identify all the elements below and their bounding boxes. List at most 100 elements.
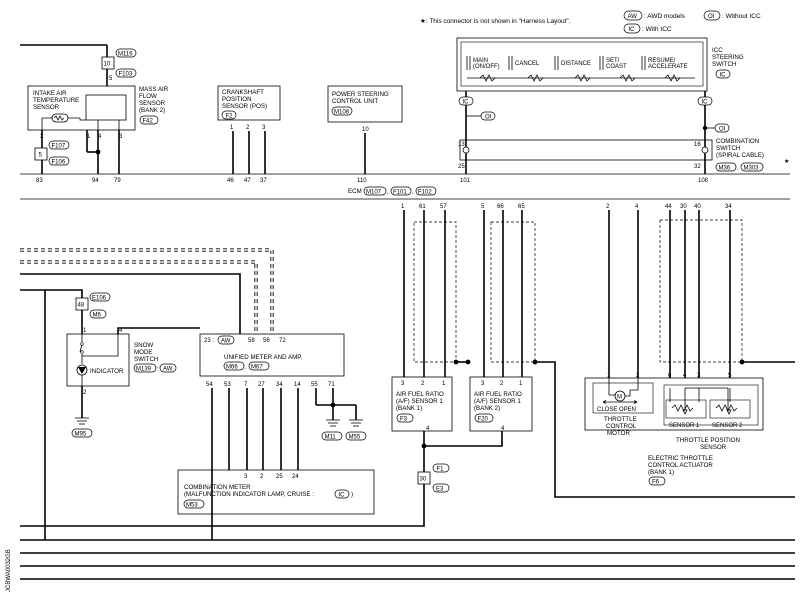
snow-ground: M95 bbox=[75, 432, 87, 438]
comb-star: ★ bbox=[784, 158, 789, 165]
comb-title-1: COMBINATION bbox=[716, 138, 759, 145]
icc-btn-main-1: MAIN bbox=[473, 58, 488, 64]
joint-30-conn-b: E3 bbox=[436, 487, 444, 493]
icc-btn-set-1: SET/ bbox=[606, 58, 620, 64]
icc-btn-distance: DISTANCE bbox=[561, 61, 591, 67]
tps-title-1: THROTTLE POSITION bbox=[676, 437, 740, 444]
meter-pin-7: 7 bbox=[244, 382, 248, 388]
ckp-pin-2: 2 bbox=[246, 125, 250, 131]
af1-pin-4: 4 bbox=[426, 426, 430, 432]
snow-mode-switch: 48 E106 M6 1 4 INDICATOR SNOW MODE SWITC… bbox=[20, 289, 200, 540]
meter-pin-58: 58 bbox=[248, 338, 255, 344]
without-icc-code: OI bbox=[708, 14, 715, 20]
snow-code: AW bbox=[163, 367, 173, 373]
comb-conn-a: M36 bbox=[719, 166, 731, 172]
ecm-upper-connector: 83 94 79 46 47 37 110 101 108 bbox=[20, 173, 790, 184]
af2-title-2: (A/F) SENSOR 1 bbox=[474, 398, 521, 405]
snow-indicator-label: INDICATOR bbox=[90, 368, 124, 375]
maf-pin-5: 5 bbox=[109, 76, 113, 82]
snow-conn: M139 bbox=[136, 367, 152, 373]
ps-conn: M108 bbox=[334, 110, 350, 116]
power-steering-unit: POWER STEERING CONTROL UNIT M108 10 bbox=[327, 85, 403, 174]
meter-conn-m66: M66 bbox=[226, 365, 238, 371]
thr-pin-2: 2 bbox=[636, 373, 640, 379]
meter-pin-23: 23 : bbox=[204, 338, 214, 344]
tps-sensor1: SENSOR 1 bbox=[669, 423, 700, 429]
maf-title-1: MASS AIR bbox=[139, 86, 169, 93]
svg-text:,: , bbox=[387, 190, 389, 196]
ps-title-2: CONTROL UNIT bbox=[332, 98, 378, 105]
ecm-pin-30: 30 bbox=[680, 204, 687, 210]
meter-conn-m67: M67 bbox=[251, 365, 263, 371]
meter-pin-53: 53 bbox=[224, 382, 231, 388]
icc-btn-resume-2: ACCELERATE bbox=[648, 64, 688, 70]
crankshaft-sensor: CRANKSHAFT POSITION SENSOR (POS) F2 1 2 … bbox=[217, 85, 281, 174]
meter-pin-55: 55 bbox=[311, 382, 318, 388]
af1-pin-3: 3 bbox=[401, 381, 405, 387]
comb-pin-32: 32 bbox=[694, 164, 701, 170]
ecm-conn-f101: F101 bbox=[393, 190, 407, 196]
ecm-pin-4: 4 bbox=[635, 204, 639, 210]
icc-btn-main-2: (ON/OFF) bbox=[473, 64, 500, 70]
iat-title-2: TEMPERATURE bbox=[33, 97, 79, 104]
thr-pin-1: 1 bbox=[607, 373, 611, 379]
af2-pin-2: 2 bbox=[500, 381, 504, 387]
meter-title: UNIFIED METER AND AMP. bbox=[224, 354, 303, 361]
af2-title-3: (BANK 2) bbox=[474, 405, 500, 412]
icc-title-1: ICC bbox=[712, 47, 723, 54]
joint-5-conn-a: F107 bbox=[52, 144, 66, 150]
with-icc-pill bbox=[623, 23, 641, 34]
af2-pin-3: 3 bbox=[481, 381, 485, 387]
iat-title-1: INTAKE AIR bbox=[33, 90, 67, 97]
awd-pill bbox=[623, 10, 643, 21]
joint-10-conn-b: F103 bbox=[119, 72, 133, 78]
svg-text:): ) bbox=[351, 491, 353, 498]
af2-pin-1: 1 bbox=[519, 381, 523, 387]
with-icc-text: : With ICC bbox=[642, 26, 672, 33]
icc-btn-cancel: CANCEL bbox=[515, 61, 540, 67]
snow-title-2: MODE bbox=[134, 349, 153, 356]
ecm-pin-108: 108 bbox=[698, 178, 709, 184]
meter-pin-27: 27 bbox=[258, 382, 265, 388]
af-sensors: 3 2 1 AIR FUEL RATIO (A/F) SENSOR 1 (BAN… bbox=[20, 210, 795, 527]
without-icc-pill bbox=[703, 10, 721, 21]
ecm-pin-57: 57 bbox=[440, 204, 447, 210]
motor-title-2: CONTROL bbox=[606, 423, 637, 430]
ecm-pin-46: 46 bbox=[227, 178, 234, 184]
ckp-pin-1: 1 bbox=[230, 125, 234, 131]
cm-pin-2: 2 bbox=[260, 474, 264, 480]
meter-pin-56: 56 bbox=[263, 338, 270, 344]
meter-pin-71: 71 bbox=[328, 382, 335, 388]
cm-pin-24: 24 bbox=[292, 474, 299, 480]
diagram-code: JCBWA0032GB bbox=[6, 549, 12, 592]
ecm-pin-37: 37 bbox=[260, 178, 267, 184]
etc-title-1: ELECTRIC THROTTLE bbox=[648, 455, 713, 462]
snow-pin-1: 1 bbox=[83, 328, 87, 334]
motor-title-3: MOTOR bbox=[607, 430, 630, 437]
ecm-conn-f102: F102 bbox=[418, 190, 432, 196]
ecm-label: ECM M107 , F101 , F102 bbox=[348, 186, 437, 196]
snow-title-1: SNOW bbox=[134, 342, 153, 349]
ecm-pin-110: 110 bbox=[357, 178, 367, 184]
awd-text: : AWD models bbox=[644, 13, 686, 20]
snow-title-3: SWITCH bbox=[134, 356, 158, 363]
thr-close-open: CLOSE OPEN bbox=[597, 407, 636, 413]
joint-48-num: 48 bbox=[78, 303, 85, 309]
icc-code: IC bbox=[720, 73, 727, 79]
af1-pin-1: 1 bbox=[442, 381, 446, 387]
ecm-pin-94: 94 bbox=[92, 178, 99, 184]
ecm-lower-connector: 1 61 57 5 66 65 2 4 44 30 40 34 bbox=[20, 198, 790, 210]
unified-meter: 23 : AW 58 56 72 UNIFIED METER AND AMP. … bbox=[199, 333, 367, 540]
meter-code: AW bbox=[221, 339, 231, 345]
oi-marker-right: OI bbox=[719, 127, 726, 133]
svg-text:,: , bbox=[737, 166, 739, 172]
ic-marker-left: IC bbox=[463, 100, 470, 106]
ecm-pin-44: 44 bbox=[665, 204, 672, 210]
maf-title-2: FLOW bbox=[139, 93, 157, 100]
comb-title-2: SWITCH bbox=[716, 145, 740, 152]
iat-pin-1: 1 bbox=[87, 134, 91, 140]
af2-conn: F20 bbox=[478, 417, 489, 423]
icc-btn-resume-1: RESUME/ bbox=[648, 58, 676, 64]
meter-pin-34: 34 bbox=[276, 382, 283, 388]
